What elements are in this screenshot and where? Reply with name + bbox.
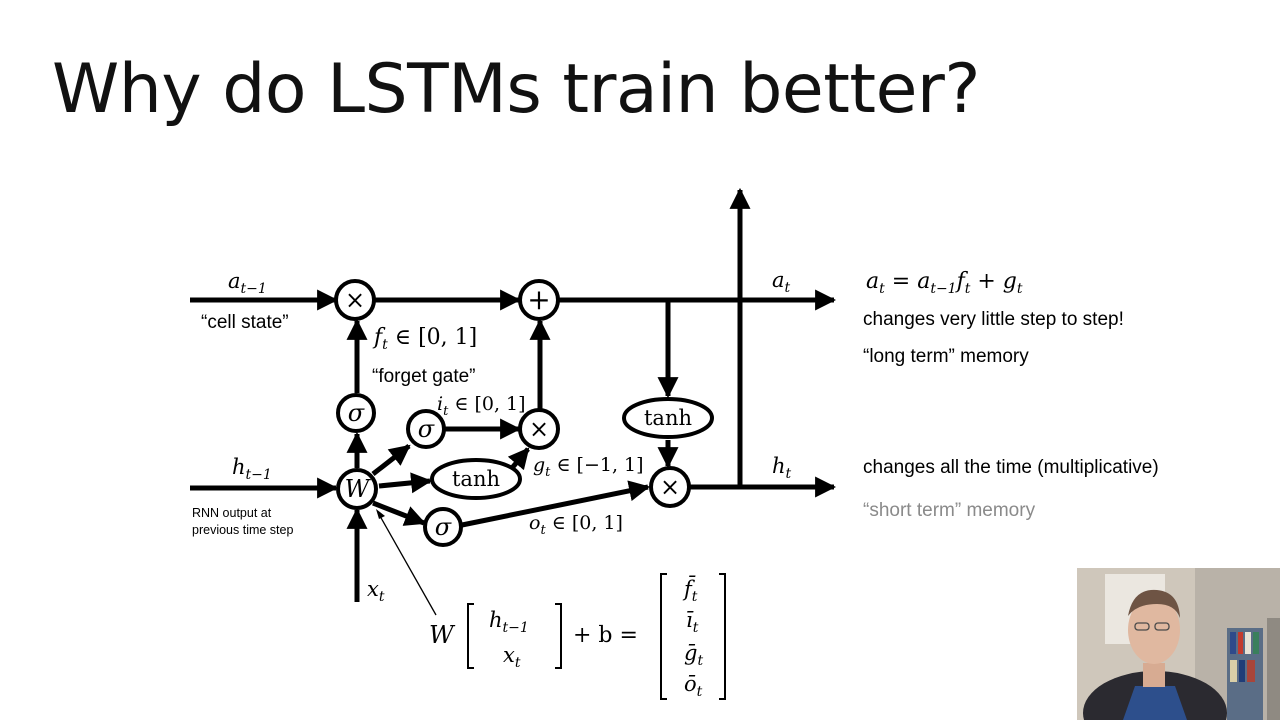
input-multiply-symbol: × bbox=[529, 415, 549, 443]
rnn-output-label-line1: RNN output at bbox=[192, 506, 272, 520]
output-sigma-to-mult-arrow bbox=[461, 480, 651, 528]
output-sigma-node bbox=[423, 507, 463, 547]
input-sigma-symbol: σ bbox=[418, 415, 435, 443]
output-sigma-symbol: σ bbox=[435, 513, 452, 541]
g-tanh-label: tanh bbox=[452, 467, 500, 491]
equation-w: W bbox=[429, 621, 456, 649]
equation-left-bracket-1 bbox=[467, 603, 474, 669]
cell-tanh-label: tanh bbox=[644, 406, 692, 430]
equation-out-i: īt bbox=[686, 608, 699, 636]
cell-update-equation: at = at−1ft + gt bbox=[866, 269, 1023, 297]
input-gate-range: it ∈ [0, 1] bbox=[437, 393, 526, 419]
forget-gate-range: ft ∈ [0, 1] bbox=[372, 325, 477, 353]
long-term-label: “long term” memory bbox=[863, 346, 1029, 367]
cell-tanh-node bbox=[622, 397, 714, 439]
equation-vec-top: ht−1 bbox=[489, 608, 529, 636]
webcam-image bbox=[1077, 568, 1280, 720]
equation-out-f: f̄t bbox=[682, 575, 698, 605]
equation-right-bracket-2 bbox=[719, 573, 726, 700]
w-to-input-sigma-arrow bbox=[371, 444, 411, 476]
slide-title: Why do LSTMs train better? bbox=[52, 50, 980, 129]
add-node bbox=[518, 279, 560, 321]
equation-pointer-head bbox=[376, 509, 385, 519]
add-symbol: + bbox=[527, 283, 550, 316]
forget-multiply-symbol: × bbox=[345, 286, 365, 314]
weight-equation: W ht−1 xt + b = f̄t īt ḡt ōt bbox=[429, 573, 726, 700]
short-term-label: “short term” memory bbox=[863, 500, 1036, 521]
output-multiply-symbol: × bbox=[660, 473, 680, 501]
equation-pointer-line bbox=[379, 515, 437, 616]
g-gate-range: gt ∈ [−1, 1] bbox=[533, 454, 644, 480]
input-sigma-node bbox=[406, 409, 446, 449]
input-x-label: xt bbox=[367, 577, 385, 605]
cell-out-label: at bbox=[772, 268, 791, 296]
forget-multiply-node bbox=[334, 279, 376, 321]
equation-out-g: ḡt bbox=[684, 641, 703, 669]
input-multiply-node bbox=[518, 408, 560, 450]
equation-right-bracket-1 bbox=[555, 603, 562, 669]
equation-plus-b: + b = bbox=[573, 623, 638, 648]
equation-out-o: ōt bbox=[684, 672, 703, 700]
cell-state-label: “cell state” bbox=[201, 312, 289, 333]
prev-hidden-label: ht−1 bbox=[232, 455, 272, 483]
short-term-description: changes all the time (multiplicative) bbox=[863, 457, 1159, 478]
webcam-video bbox=[1077, 568, 1280, 720]
output-gate-range: ot ∈ [0, 1] bbox=[529, 512, 623, 538]
hidden-out-label: ht bbox=[772, 454, 792, 482]
tanh-to-mult-g-arrow bbox=[507, 447, 530, 471]
rnn-output-label-line2: previous time step bbox=[192, 523, 293, 537]
long-term-description: changes very little step to step! bbox=[863, 309, 1124, 330]
output-multiply-node bbox=[649, 466, 691, 508]
weight-node bbox=[336, 468, 378, 510]
weight-symbol: W bbox=[345, 475, 372, 503]
equation-vec-bottom: xt bbox=[503, 643, 521, 671]
forget-sigma-symbol: σ bbox=[348, 399, 365, 427]
equation-left-bracket-2 bbox=[660, 573, 667, 700]
forget-gate-label: “forget gate” bbox=[372, 366, 476, 387]
forget-sigma-node bbox=[336, 393, 376, 433]
w-to-tanh-arrow bbox=[378, 472, 433, 494]
g-tanh-node bbox=[430, 458, 522, 500]
w-to-output-sigma-arrow bbox=[372, 500, 426, 526]
prev-cell-label: at−1 bbox=[228, 269, 267, 297]
